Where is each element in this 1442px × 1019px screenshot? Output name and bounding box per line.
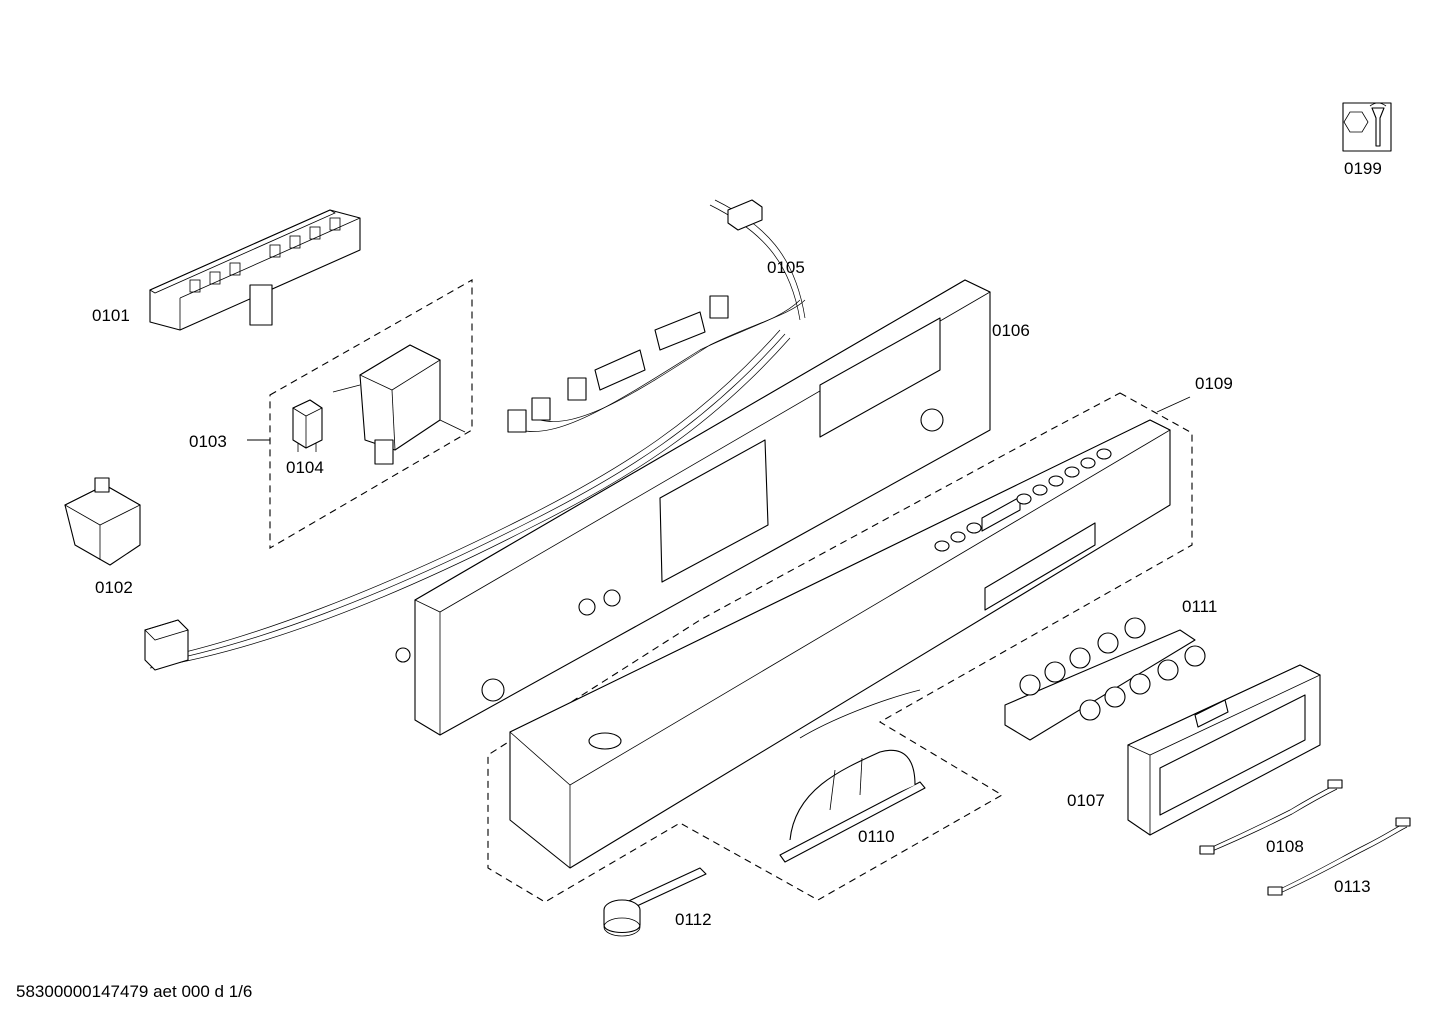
wrench-nut-icon [1342,102,1392,152]
part-0104-relay [292,399,323,452]
label-0113: 0113 [1334,877,1371,896]
part-0101-control-module [149,209,361,331]
part-0111-button-carrier [1004,617,1206,741]
label-0106: 0106 [992,321,1030,340]
label-0112: 0112 [675,910,712,929]
label-0104: 0104 [286,458,324,477]
drawing-number: 58300000147479 aet 000 d 1/6 [16,982,252,1001]
label-0110: 0110 [858,827,895,846]
group-0109-outline [487,392,1193,903]
label-0111: 0111 [1182,597,1217,616]
label-0102: 0102 [95,578,133,597]
part-0103-valve-assembly [332,344,466,465]
part-0112-knob [603,867,707,937]
part-0108-cable [1199,779,1343,855]
part-0105-wiring-harness [144,199,806,671]
part-0113-cable [1267,817,1411,896]
label-0107: 0107 [1067,791,1105,810]
label-0103: 0103 [189,432,227,451]
part-0107-display-module [1127,664,1321,836]
label-0101: 0101 [92,306,130,325]
label-0199: 0199 [1344,159,1382,178]
part-0110-handle-insert [779,749,926,863]
label-0105: 0105 [767,258,805,277]
part-0106-panel-frame [395,279,991,736]
label-0109: 0109 [1195,374,1233,393]
label-0108: 0108 [1266,837,1304,856]
part-0109-fascia-panel [509,419,1171,869]
part-0102-bracket [64,477,141,566]
